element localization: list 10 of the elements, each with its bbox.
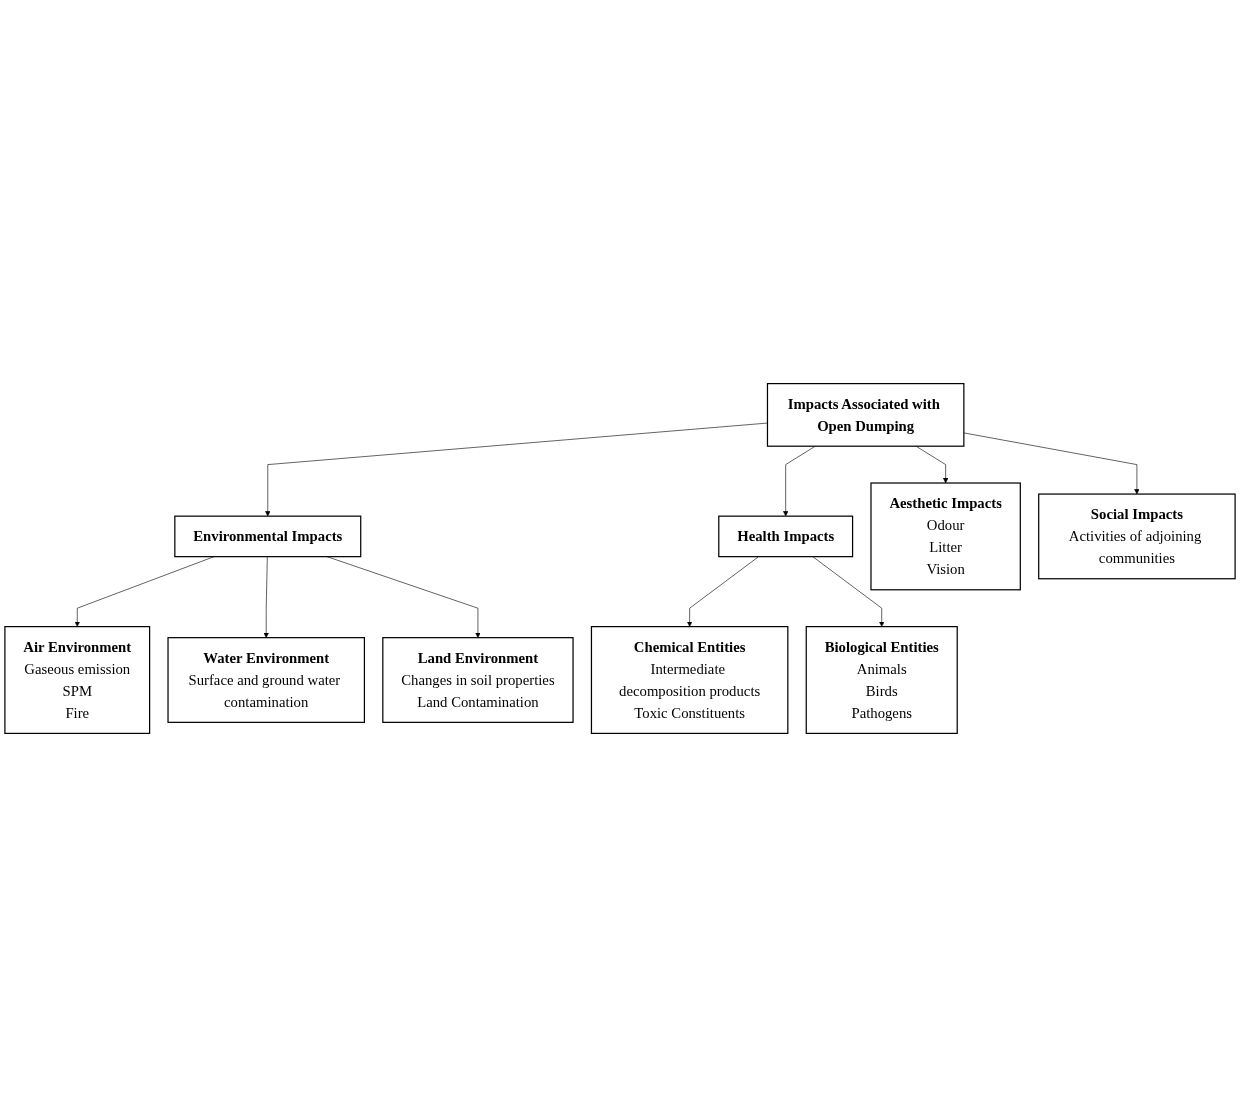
node-box: Environmental Impacts [174, 515, 362, 558]
node-box: Social Impacts Activities of adjoining communities [1038, 493, 1236, 580]
node-box: Health Impacts [718, 515, 854, 558]
node-box: Impacts Associated with Open Dumping [766, 383, 965, 447]
node-box: Water Environment Surface and ground water contamination [167, 637, 366, 723]
node-box: Aesthetic Impacts Odour Litter Vision [870, 482, 1021, 591]
node-box: Chemical Entities Intermediate decomposition products Toxic Constituents [590, 626, 789, 734]
node-box: Biological Entities Animals Birds Pathogens [805, 626, 958, 734]
node-box: Land Environment Changes in soil properties Land Contamination [382, 637, 574, 723]
node-box: Air Environment Gaseous emission SPM Fire [4, 626, 151, 734]
